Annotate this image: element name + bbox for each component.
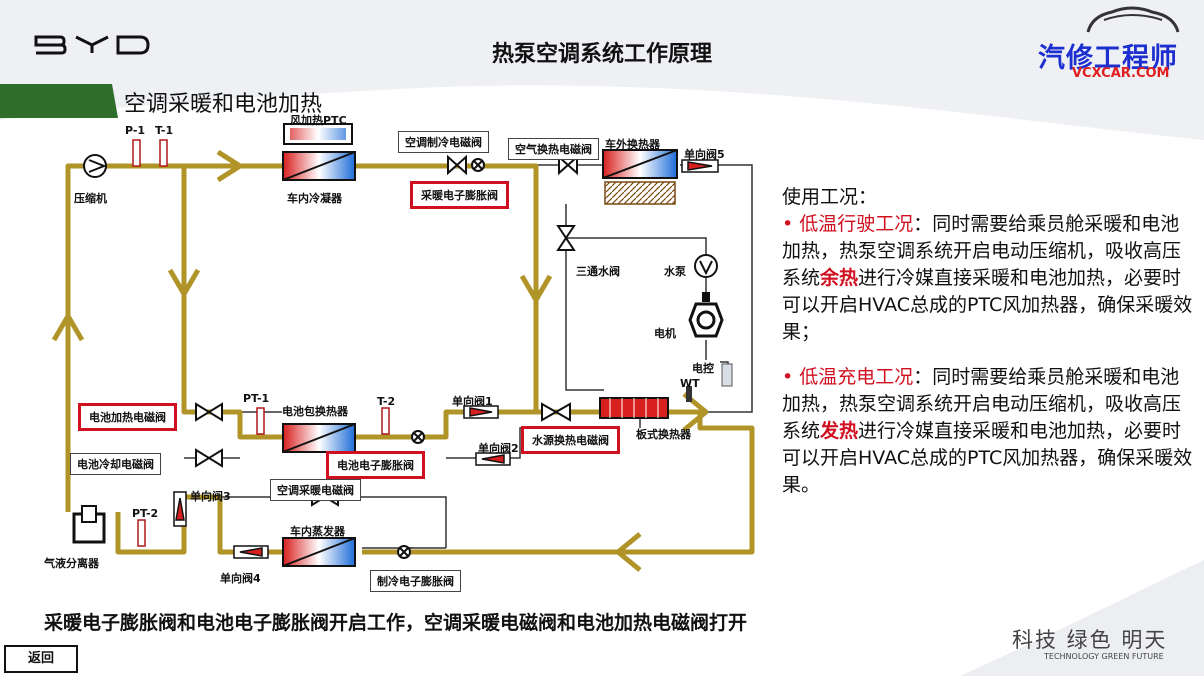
label-compressor: 压缩机 bbox=[74, 192, 107, 205]
car-logo-icon bbox=[1086, 6, 1180, 33]
label-motor: 电机 bbox=[654, 327, 676, 340]
label-outdoor-hx: 车外换热器 bbox=[605, 138, 660, 151]
working-conditions: 使用工况： • 低温行驶工况：同时需要给乘员舱采暖和电池加热，热泵空调系统开启电… bbox=[782, 184, 1194, 499]
page-title: 热泵空调系统工作原理 bbox=[491, 42, 712, 67]
slogan-english: TECHNOLOGY GREEN FUTURE bbox=[1044, 652, 1164, 661]
label-check1: 单向阀1 bbox=[452, 395, 493, 408]
label-evaporator: 车内蒸发器 bbox=[290, 525, 345, 538]
label-water-hx-valve: 水源换热电磁阀 bbox=[521, 426, 620, 454]
compressor-icon bbox=[83, 154, 107, 178]
label-plate-hx: 板式换热器 bbox=[636, 428, 691, 441]
label-pump: 水泵 bbox=[664, 265, 686, 278]
expansion-valve-icons bbox=[397, 158, 485, 559]
desc-item-2: • 低温充电工况：同时需要给乘员舱采暖和电池加热，热泵空调系统开启电动压缩机，吸… bbox=[782, 366, 1193, 496]
heat-exchanger-icons bbox=[282, 149, 678, 567]
label-battery-heat-valve: 电池加热电磁阀 bbox=[78, 403, 177, 431]
label-t2: T-2 bbox=[377, 395, 396, 408]
footer-note: 采暖电子膨胀阀和电池电子膨胀阀开启工作，空调采暖电磁阀和电池加热电磁阀打开 bbox=[44, 612, 748, 634]
label-ptc: 风加热PTC bbox=[290, 114, 347, 127]
label-battery-hx: 电池包换热器 bbox=[282, 405, 348, 418]
heating-flow-path bbox=[65, 163, 755, 555]
label-cooling-exv: 制冷电子膨胀阀 bbox=[370, 570, 461, 592]
motor-icon bbox=[688, 292, 724, 338]
section-tab bbox=[0, 84, 118, 118]
label-heating-valve: 空调采暖电磁阀 bbox=[270, 479, 361, 501]
check-valve-icons bbox=[173, 159, 719, 559]
label-cooling-valve: 空调制冷电磁阀 bbox=[398, 131, 489, 153]
label-battery-cool-valve: 电池冷却电磁阀 bbox=[70, 453, 161, 475]
label-controller: 电控 bbox=[692, 362, 714, 375]
water-pump-icon bbox=[694, 254, 718, 278]
brand-url: VCXCAR.COM bbox=[1072, 66, 1170, 81]
desc-item-1-key: 余热 bbox=[820, 267, 859, 289]
gas-liquid-separator-icon bbox=[72, 505, 106, 544]
ptc-heater-icon bbox=[283, 123, 353, 145]
label-p1: P-1 bbox=[125, 124, 146, 137]
label-check3: 单向阀3 bbox=[190, 490, 231, 503]
sensor-icons bbox=[132, 139, 390, 547]
label-check5: 单向阀5 bbox=[684, 148, 725, 161]
slogan: 科技 绿色 明天 bbox=[1012, 628, 1168, 652]
label-condenser: 车内冷凝器 bbox=[287, 192, 342, 205]
label-check4: 单向阀4 bbox=[220, 572, 261, 585]
desc-item-1: • 低温行驶工况：同时需要给乘员舱采暖和电池加热，热泵空调系统开启电动压缩机，吸… bbox=[782, 213, 1193, 343]
section-title: 空调采暖和电池加热 bbox=[124, 92, 323, 117]
desc-item-2-key: 发热 bbox=[820, 420, 859, 442]
temp-sensor-wt-icon bbox=[686, 386, 692, 402]
label-wt: WT bbox=[680, 377, 700, 390]
desc-item-2-title: 低温充电工况 bbox=[799, 366, 914, 388]
label-pt1: PT-1 bbox=[243, 392, 270, 405]
desc-item-1-title: 低温行驶工况 bbox=[799, 213, 914, 235]
label-pt2: PT-2 bbox=[132, 507, 159, 520]
controller-icon bbox=[721, 363, 733, 387]
label-check2: 单向阀2 bbox=[478, 442, 519, 455]
label-air-hx-valve: 空气换热电磁阀 bbox=[508, 138, 599, 160]
plate-heat-exchanger-icon bbox=[599, 397, 669, 419]
desc-heading: 使用工况： bbox=[782, 186, 878, 208]
byd-logo bbox=[34, 35, 150, 55]
label-t1: T-1 bbox=[155, 124, 174, 137]
back-button[interactable]: 返回 bbox=[4, 645, 78, 673]
brand-name: 汽修工程师 bbox=[1038, 43, 1178, 74]
label-three-way: 三通水阀 bbox=[576, 265, 620, 278]
label-separator: 气液分离器 bbox=[44, 557, 99, 570]
label-battery-exv: 电池电子膨胀阀 bbox=[326, 451, 425, 479]
label-heating-exv: 采暖电子膨胀阀 bbox=[410, 181, 509, 209]
